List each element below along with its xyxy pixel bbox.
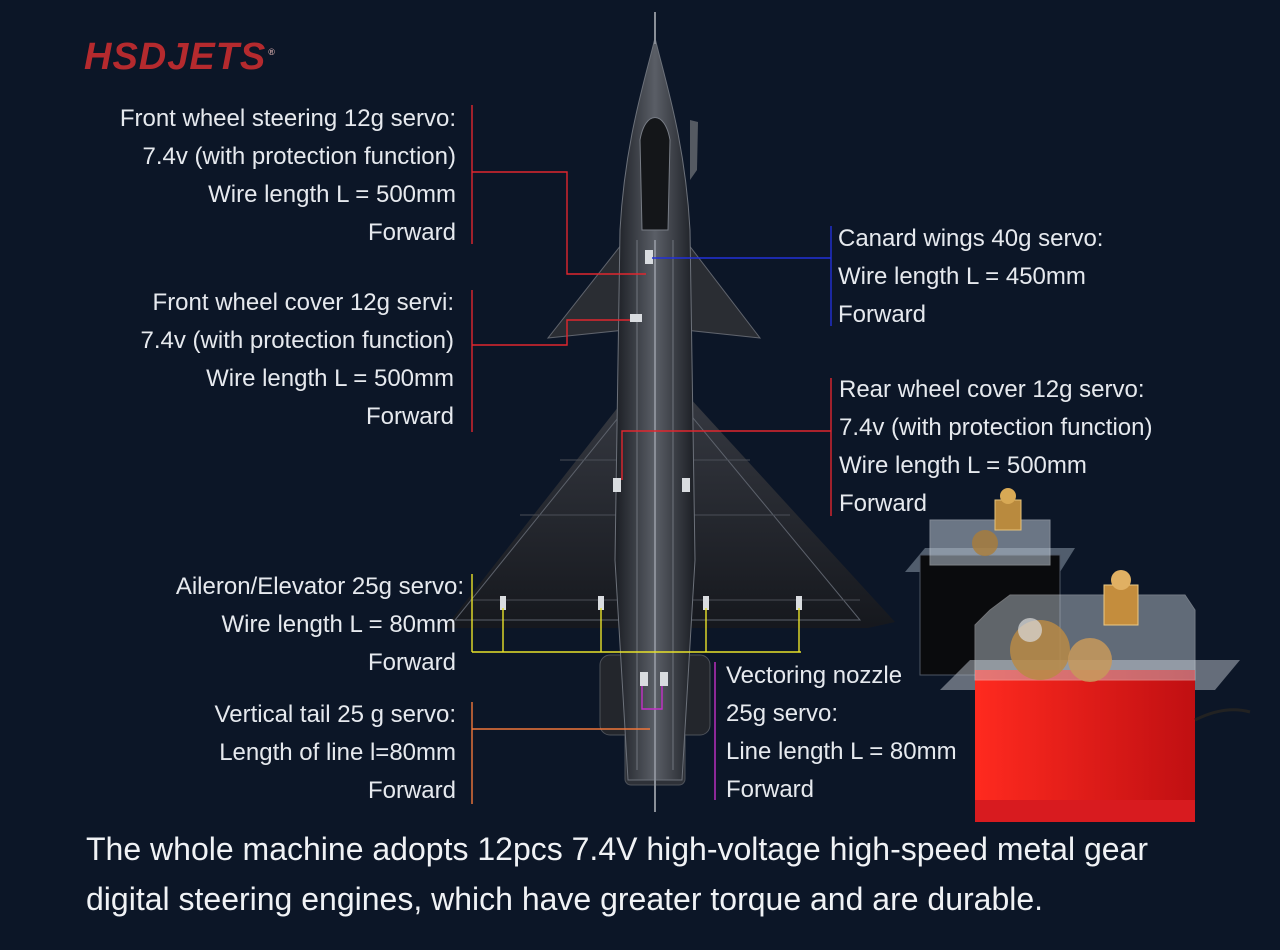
callout-line: Front wheel steering 12g servo: xyxy=(119,105,456,132)
canard-wings xyxy=(546,238,762,339)
callout-vectoring-nozzle: Vectoring nozzle 25g servo: Line length … xyxy=(726,657,957,809)
callout-line: Line length L = 80mm xyxy=(726,738,957,765)
callout-canard-wings: Canard wings 40g servo: Wire length L = … xyxy=(838,220,1103,334)
caption-text: The whole machine adopts 12pcs 7.4V high… xyxy=(86,831,1148,917)
callout-line: Canard wings 40g servo: xyxy=(838,225,1104,252)
callout-line: 25g servo: xyxy=(726,700,839,727)
callout-rear-wheel-cover: Rear wheel cover 12g servo: 7.4v (with p… xyxy=(839,371,1153,523)
callout-aileron-elevator: Aileron/Elevator 25g servo: Wire length … xyxy=(176,568,464,682)
callout-line: Vertical tail 25 g servo: xyxy=(214,701,456,728)
callout-line: Aileron/Elevator 25g servo: xyxy=(175,573,464,600)
callout-line: Forward xyxy=(839,490,928,517)
registered-mark: ® xyxy=(268,47,276,58)
servo-markers xyxy=(500,250,802,686)
fuselage xyxy=(614,12,698,812)
callout-line: 7.4v (with protection function) xyxy=(140,327,455,354)
brand-logo-text: HSDJETS xyxy=(84,36,267,78)
callout-line: Wire length L = 450mm xyxy=(838,263,1086,290)
callout-line: Vectoring nozzle xyxy=(726,662,903,689)
callout-line: Wire length L = 500mm xyxy=(208,181,456,208)
callout-vertical-tail: Vertical tail 25 g servo: Length of line… xyxy=(215,696,456,810)
callout-line: Wire length L = 500mm xyxy=(839,452,1087,479)
callout-line: Length of line l=80mm xyxy=(219,739,456,766)
callout-line: Forward xyxy=(726,776,815,803)
callout-line: Forward xyxy=(367,649,456,676)
callout-line: Wire length L = 80mm xyxy=(221,611,456,638)
callout-line: Front wheel cover 12g servi: xyxy=(152,289,454,316)
brand-logo: HSDJETS® xyxy=(84,36,276,79)
callout-line: Wire length L = 500mm xyxy=(206,365,454,392)
callout-line: Forward xyxy=(367,777,456,804)
callout-line: 7.4v (with protection function) xyxy=(839,414,1153,441)
callout-front-wheel-steering: Front wheel steering 12g servo: 7.4v (wi… xyxy=(120,100,456,252)
callout-line: Forward xyxy=(367,219,456,246)
callout-line: Forward xyxy=(838,301,927,328)
callout-line: Rear wheel cover 12g servo: xyxy=(839,376,1145,403)
callout-line: 7.4v (with protection function) xyxy=(142,143,457,170)
leader-lines xyxy=(471,105,832,804)
callout-front-wheel-cover: Front wheel cover 12g servi: 7.4v (with … xyxy=(141,284,455,436)
red-servo xyxy=(940,570,1251,822)
callout-line: Forward xyxy=(365,403,454,430)
